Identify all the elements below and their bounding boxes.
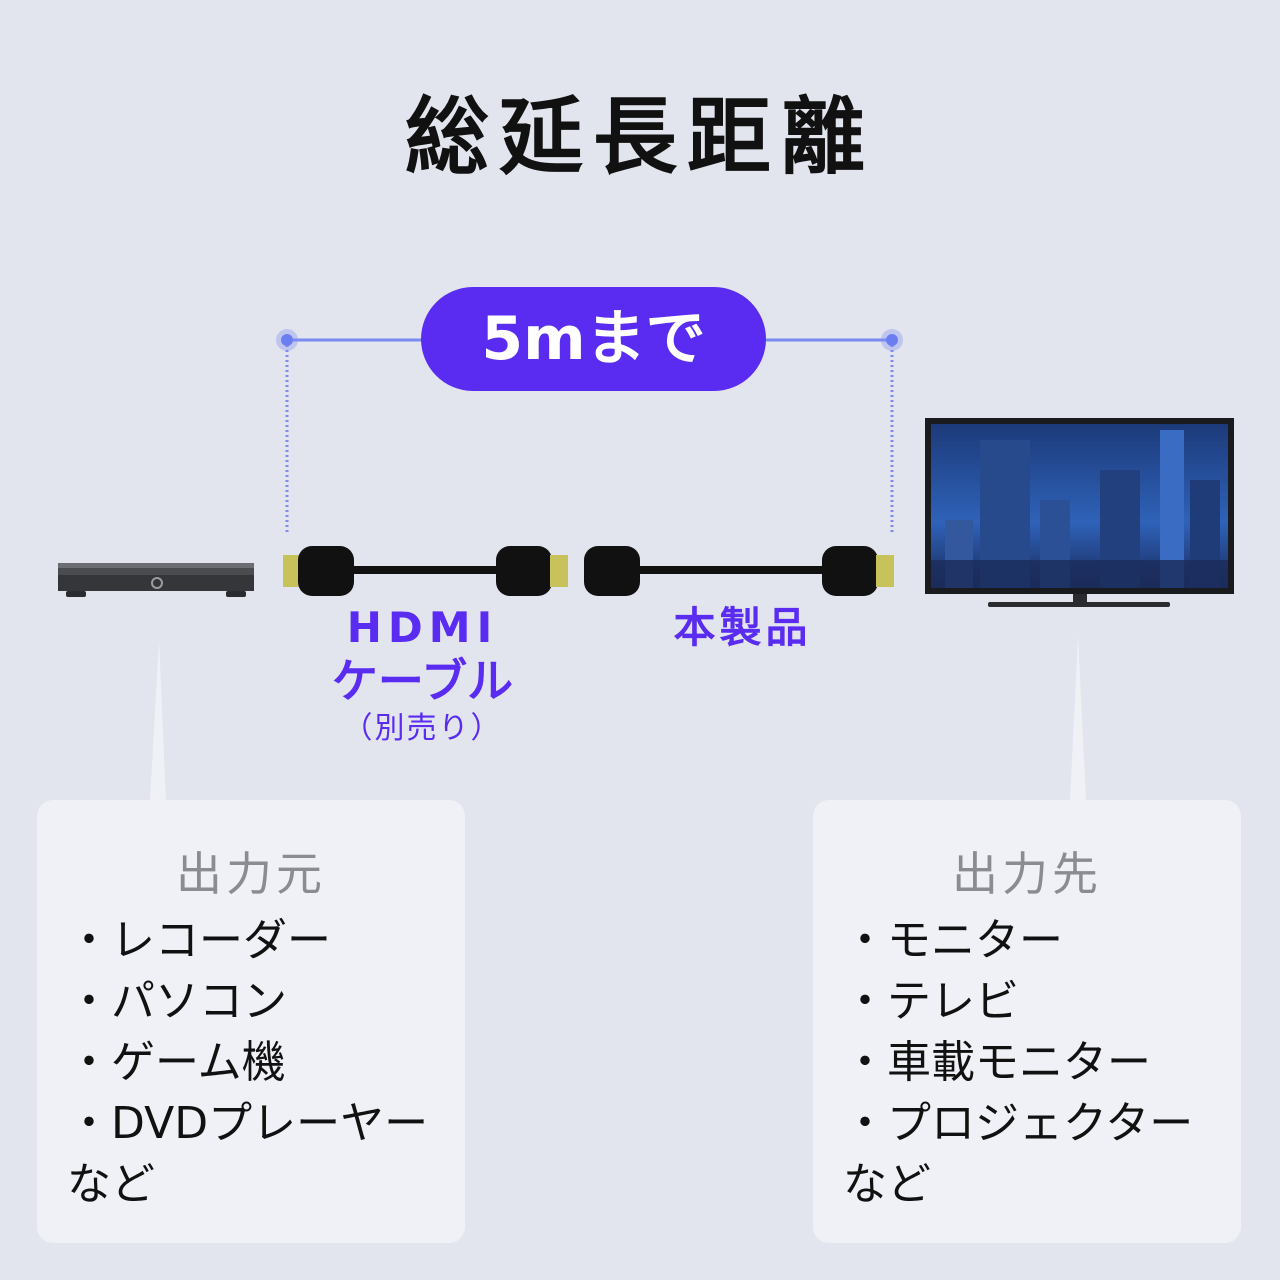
tv-icon xyxy=(925,418,1234,607)
list-item: ゲーム機 xyxy=(67,1032,428,1093)
source-panel: 出力元 レコーダー パソコン ゲーム機 DVDプレーヤー など xyxy=(37,800,465,1243)
hdmi-label-line1: HDMI xyxy=(346,603,499,652)
product-cable-icon xyxy=(584,546,894,596)
connector-tip xyxy=(283,555,301,587)
source-footer: など xyxy=(67,1159,155,1210)
list-item: DVDプレーヤー xyxy=(67,1093,428,1154)
source-pointer xyxy=(150,640,166,800)
destination-footer: など xyxy=(843,1159,931,1210)
distance-guide xyxy=(276,329,903,532)
source-list: レコーダー パソコン ゲーム機 DVDプレーヤー xyxy=(67,910,428,1154)
destination-pointer xyxy=(1070,636,1086,800)
recorder-icon xyxy=(58,563,254,597)
list-item: プロジェクター xyxy=(843,1093,1193,1154)
product-cable-label: 本製品 xyxy=(673,603,812,652)
connector-tip xyxy=(876,555,894,587)
source-heading: 出力元 xyxy=(176,847,326,901)
page-title: 総延長距離 xyxy=(404,88,875,186)
list-item: レコーダー xyxy=(67,910,428,971)
destination-list: モニター テレビ 車載モニター プロジェクター xyxy=(843,910,1193,1154)
hdmi-label-line2: ケーブル xyxy=(331,654,514,708)
list-item: モニター xyxy=(843,910,1193,971)
list-item: パソコン xyxy=(67,971,428,1032)
destination-heading: 出力先 xyxy=(952,847,1102,901)
hdmi-cable-icon xyxy=(283,546,568,596)
list-item: 車載モニター xyxy=(843,1032,1193,1093)
guide-dot-left xyxy=(281,334,293,346)
guide-dot-right xyxy=(886,334,898,346)
connector-tip xyxy=(550,555,568,587)
distance-badge: 5mまで xyxy=(421,287,766,391)
list-item: テレビ xyxy=(843,971,1193,1032)
hdmi-label-note: （別売り） xyxy=(342,711,503,746)
hdmi-cable-label: HDMI ケーブル （別売り） xyxy=(310,605,535,749)
destination-panel: 出力先 モニター テレビ 車載モニター プロジェクター など xyxy=(813,800,1241,1243)
